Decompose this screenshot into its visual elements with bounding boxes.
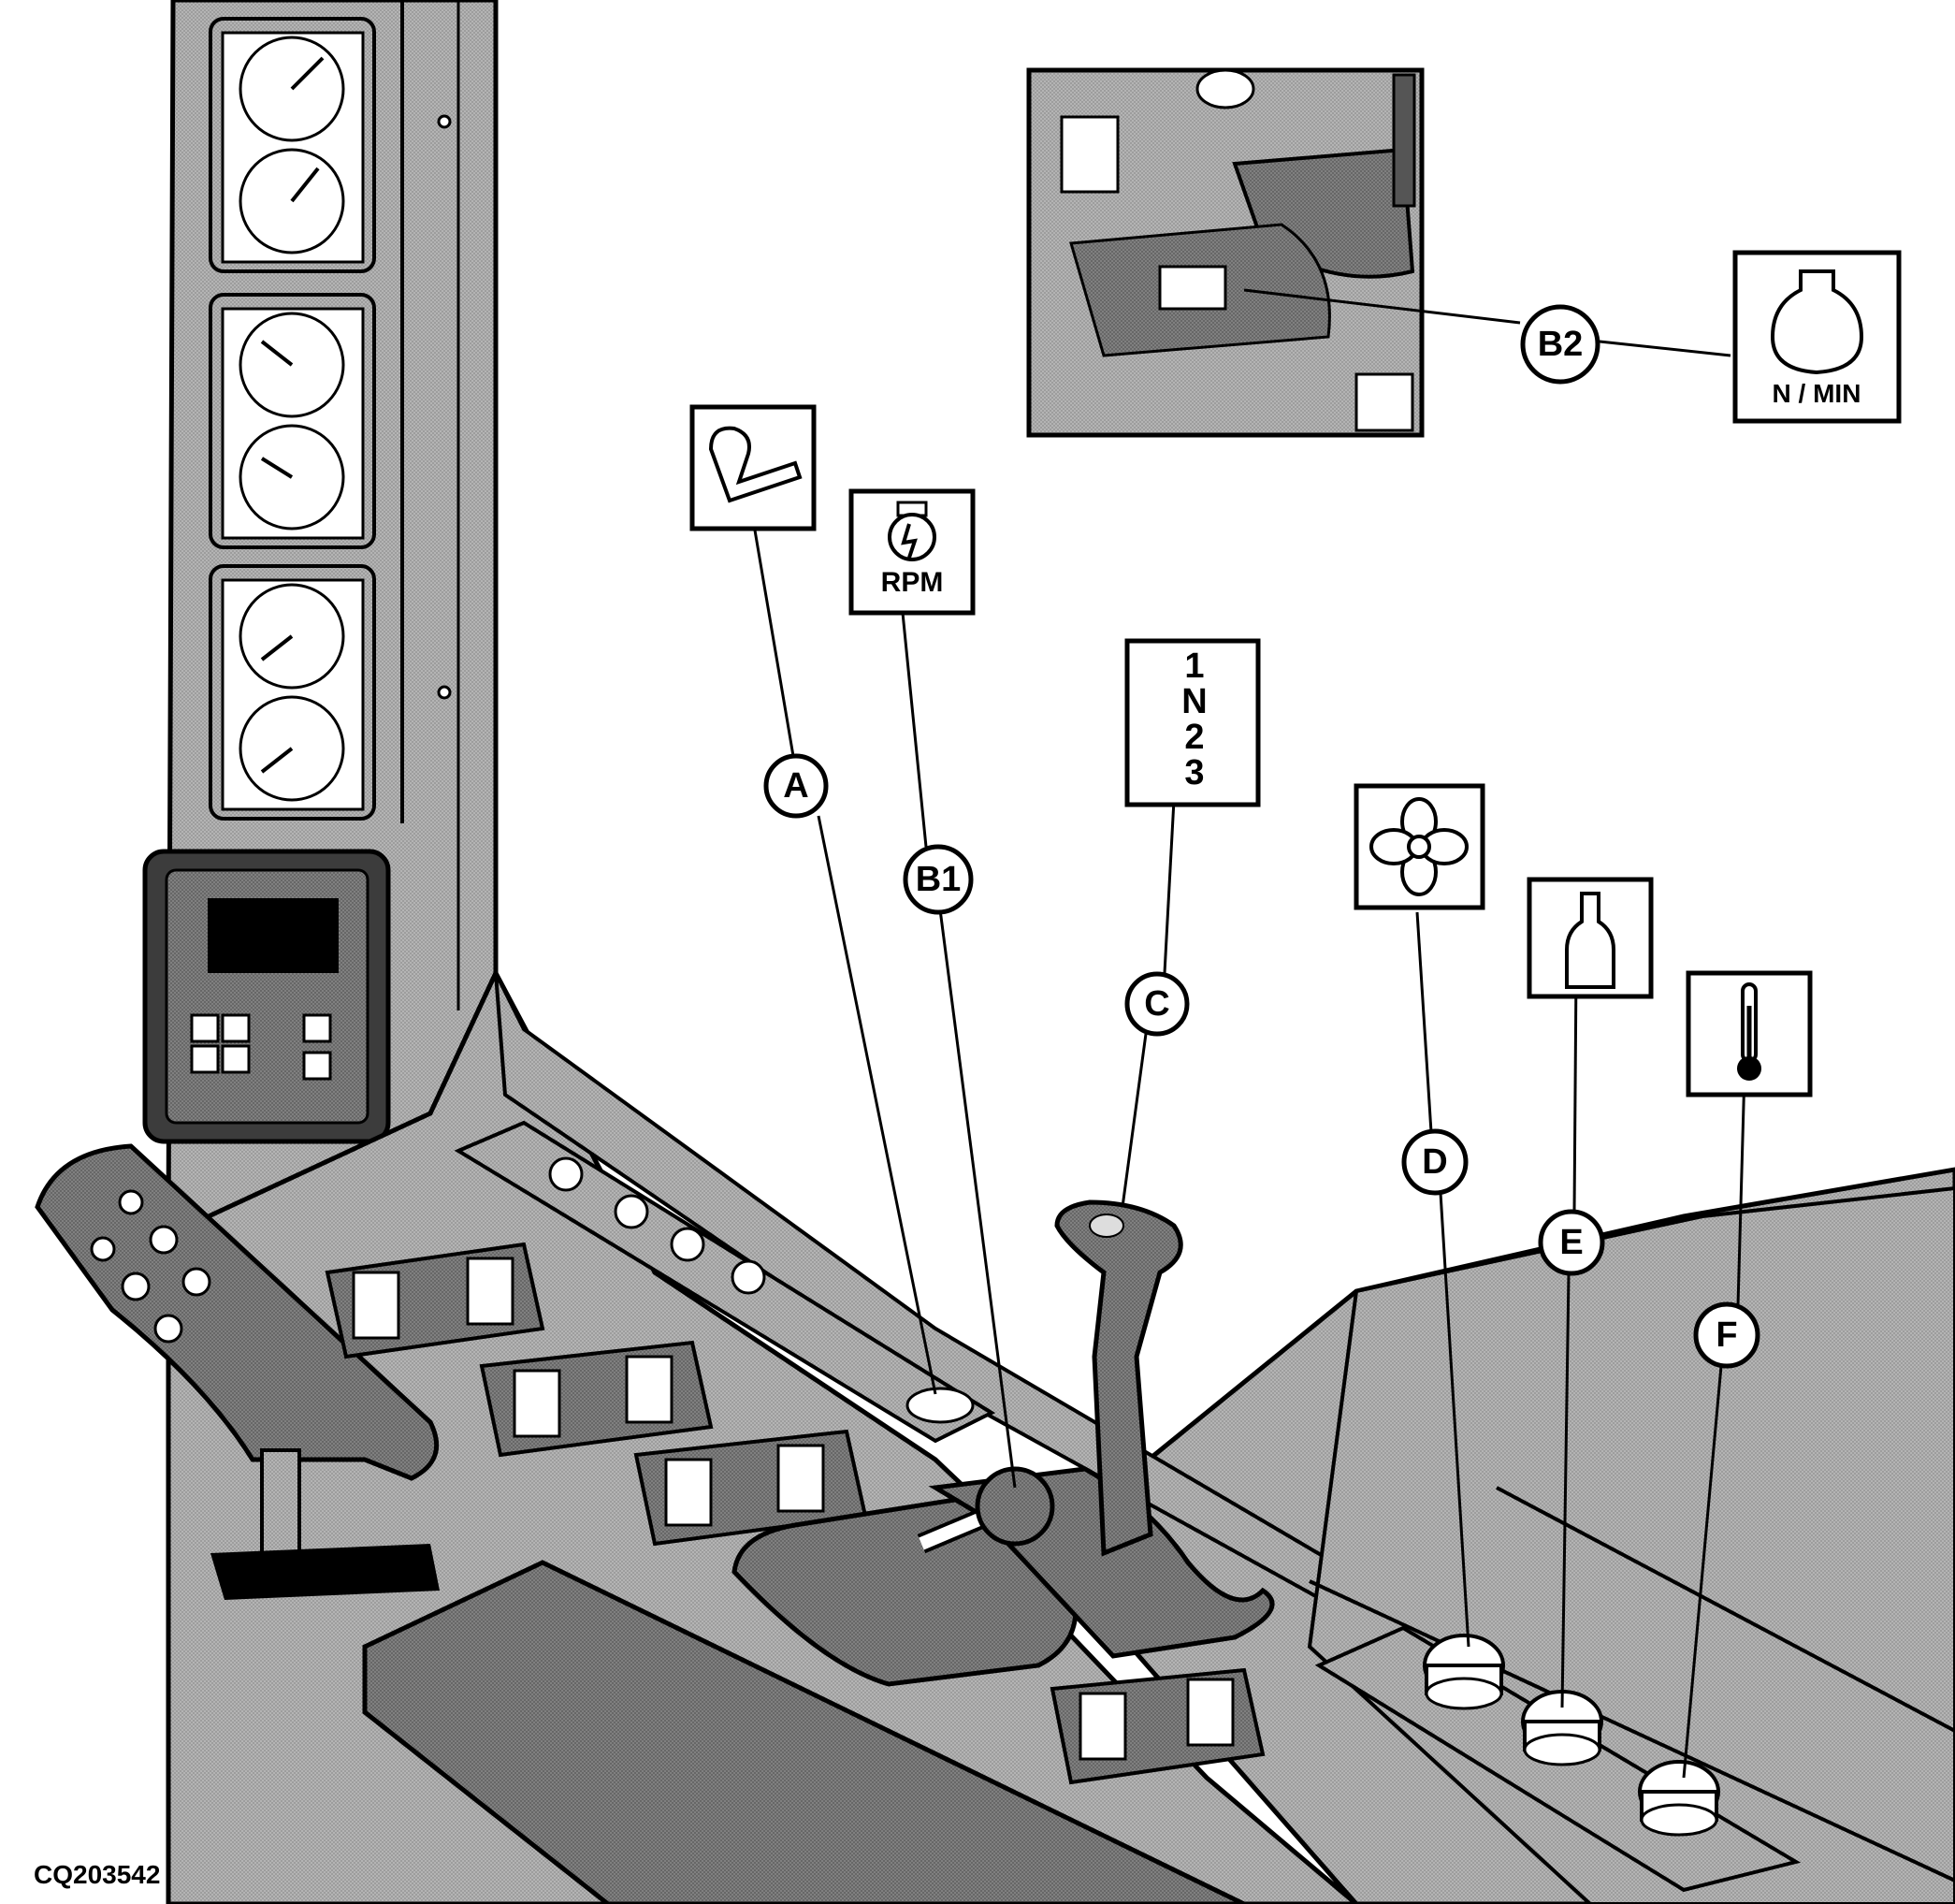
armrest [210, 1544, 1246, 1904]
callout-a: A [763, 753, 829, 819]
callout-a-label: A [783, 766, 808, 806]
seat-belt-icon [708, 426, 803, 503]
rocker-switch-panel-lower [633, 1429, 868, 1547]
symbol-box-c: 1 N 2 3 [1124, 638, 1261, 807]
rocker-switch[interactable] [1079, 1692, 1127, 1761]
monitor-unit [142, 849, 391, 1144]
gear-selector-icon: 1 N 2 3 [1181, 647, 1207, 792]
control-knob[interactable] [731, 1259, 766, 1295]
monitor-display [208, 898, 339, 973]
control-knob[interactable] [614, 1194, 649, 1229]
gauge-pod-1 [209, 17, 376, 273]
n-min-label: N / MIN [1773, 379, 1861, 408]
callout-b2-label: B2 [1538, 325, 1584, 364]
fan-speed-knob[interactable] [1423, 1634, 1505, 1710]
symbol-box-f [1686, 970, 1813, 1097]
hydraulic-knob-panel [454, 1120, 996, 1444]
figure-id: CQ203542 [34, 1860, 161, 1889]
rocker-switch[interactable] [664, 1458, 713, 1527]
seat-belt-indicator [905, 1387, 975, 1424]
thermometer-icon [1737, 982, 1761, 1081]
rocker-switch[interactable] [625, 1355, 673, 1424]
rocker-switch [1060, 115, 1120, 194]
control-knob[interactable] [548, 1156, 584, 1192]
callout-b1: B1 [903, 844, 974, 915]
gear-3: 3 [1184, 753, 1204, 792]
gear-2: 2 [1184, 718, 1204, 757]
rocker-switch[interactable] [1186, 1678, 1235, 1747]
engine-speed-icon [1770, 269, 1864, 375]
gear-n: N [1181, 682, 1207, 721]
callout-e: E [1538, 1209, 1605, 1276]
rocker-switch-panel-upper [325, 1242, 545, 1359]
symbol-box-e [1527, 877, 1654, 999]
rocker-switch-panel-middle [479, 1340, 714, 1458]
gear-1: 1 [1184, 647, 1204, 686]
gear-shift-lever[interactable] [1054, 1199, 1183, 1557]
symbol-box-d [1354, 783, 1485, 910]
rocker-switch-panel-front [1050, 1667, 1266, 1785]
fan-icon [1369, 797, 1469, 896]
control-knob[interactable] [670, 1227, 705, 1262]
callout-b2: B2 [1520, 304, 1600, 385]
callout-f: F [1693, 1301, 1760, 1369]
leader-lines [751, 288, 1746, 1779]
engine-speed-switch[interactable] [1158, 265, 1227, 311]
callout-f-label: F [1716, 1315, 1737, 1355]
symbol-box-b2: N / MIN [1732, 250, 1902, 424]
hvac-panel [1314, 1625, 1802, 1893]
callout-b1-label: B1 [916, 860, 962, 899]
engine-speed-icon [888, 501, 936, 561]
callout-c: C [1124, 971, 1190, 1037]
washer-knob[interactable] [1521, 1690, 1603, 1766]
temperature-knob[interactable] [1638, 1760, 1720, 1837]
bottle-icon [1565, 892, 1615, 989]
engine-speed-lever[interactable] [917, 1466, 1055, 1554]
gauge-pod-3 [209, 564, 376, 821]
rocker-switch[interactable] [513, 1369, 561, 1438]
callout-e-label: E [1559, 1223, 1583, 1262]
callout-d-label: D [1422, 1142, 1447, 1182]
callout-c-label: C [1144, 984, 1169, 1024]
rpm-label: RPM [881, 567, 944, 598]
gauge-pod-2 [209, 293, 376, 549]
symbol-box-a [689, 404, 817, 531]
callout-d: D [1401, 1128, 1469, 1196]
inset-detail-b2 [1026, 67, 1425, 438]
rocker-switch[interactable] [466, 1257, 514, 1326]
rocker-switch[interactable] [352, 1271, 400, 1340]
symbol-box-b1: RPM [848, 488, 976, 616]
rocker-switch[interactable] [776, 1444, 825, 1513]
